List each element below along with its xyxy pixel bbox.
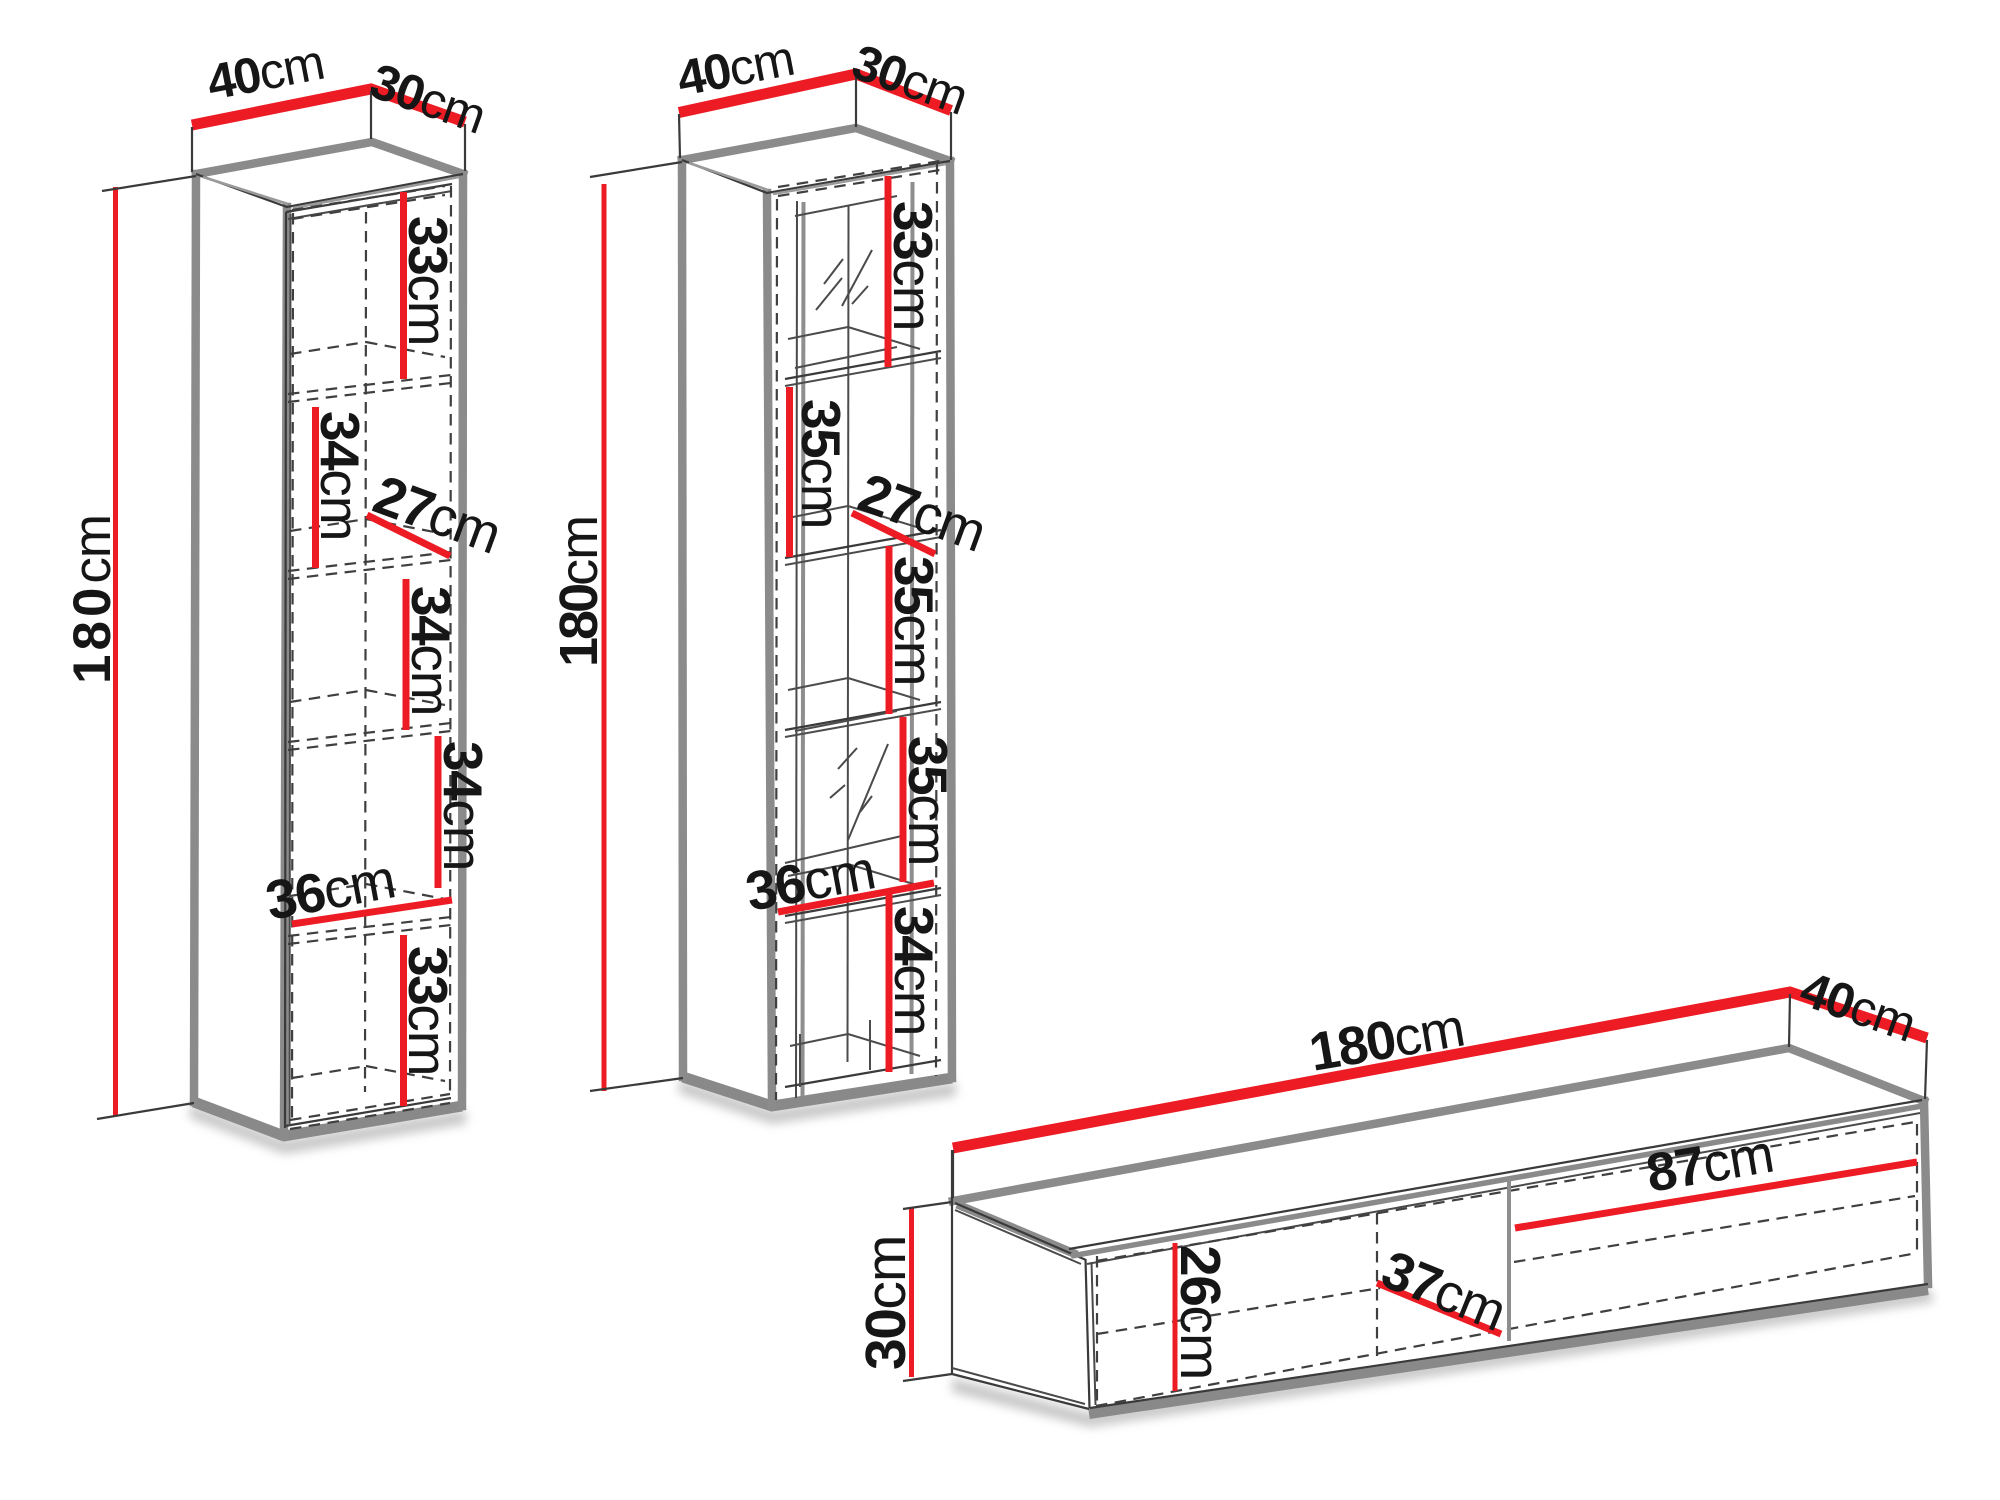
svg-text:87cm: 87cm bbox=[1642, 1124, 1777, 1204]
svg-text:180cm: 180cm bbox=[549, 516, 609, 667]
svg-text:35cm: 35cm bbox=[897, 736, 959, 866]
svg-text:40cm: 40cm bbox=[203, 34, 329, 111]
svg-text:33cm: 33cm bbox=[397, 216, 459, 346]
svg-text:33cm: 33cm bbox=[882, 201, 944, 331]
svg-text:35cm: 35cm bbox=[790, 399, 852, 529]
svg-text:36cm: 36cm bbox=[741, 838, 880, 923]
svg-text:34cm: 34cm bbox=[432, 741, 494, 871]
svg-text:34cm: 34cm bbox=[309, 411, 371, 541]
svg-text:40cm: 40cm bbox=[673, 30, 799, 107]
svg-text:34cm: 34cm bbox=[883, 906, 945, 1036]
svg-text:180cm: 180cm bbox=[63, 515, 122, 684]
svg-text:34cm: 34cm bbox=[400, 586, 462, 716]
svg-text:33cm: 33cm bbox=[397, 946, 459, 1076]
svg-text:35cm: 35cm bbox=[883, 556, 945, 686]
svg-text:26cm: 26cm bbox=[1168, 1245, 1232, 1379]
svg-text:30cm: 30cm bbox=[854, 1236, 918, 1370]
svg-text:36cm: 36cm bbox=[261, 847, 400, 932]
svg-text:180cm: 180cm bbox=[1305, 997, 1468, 1082]
